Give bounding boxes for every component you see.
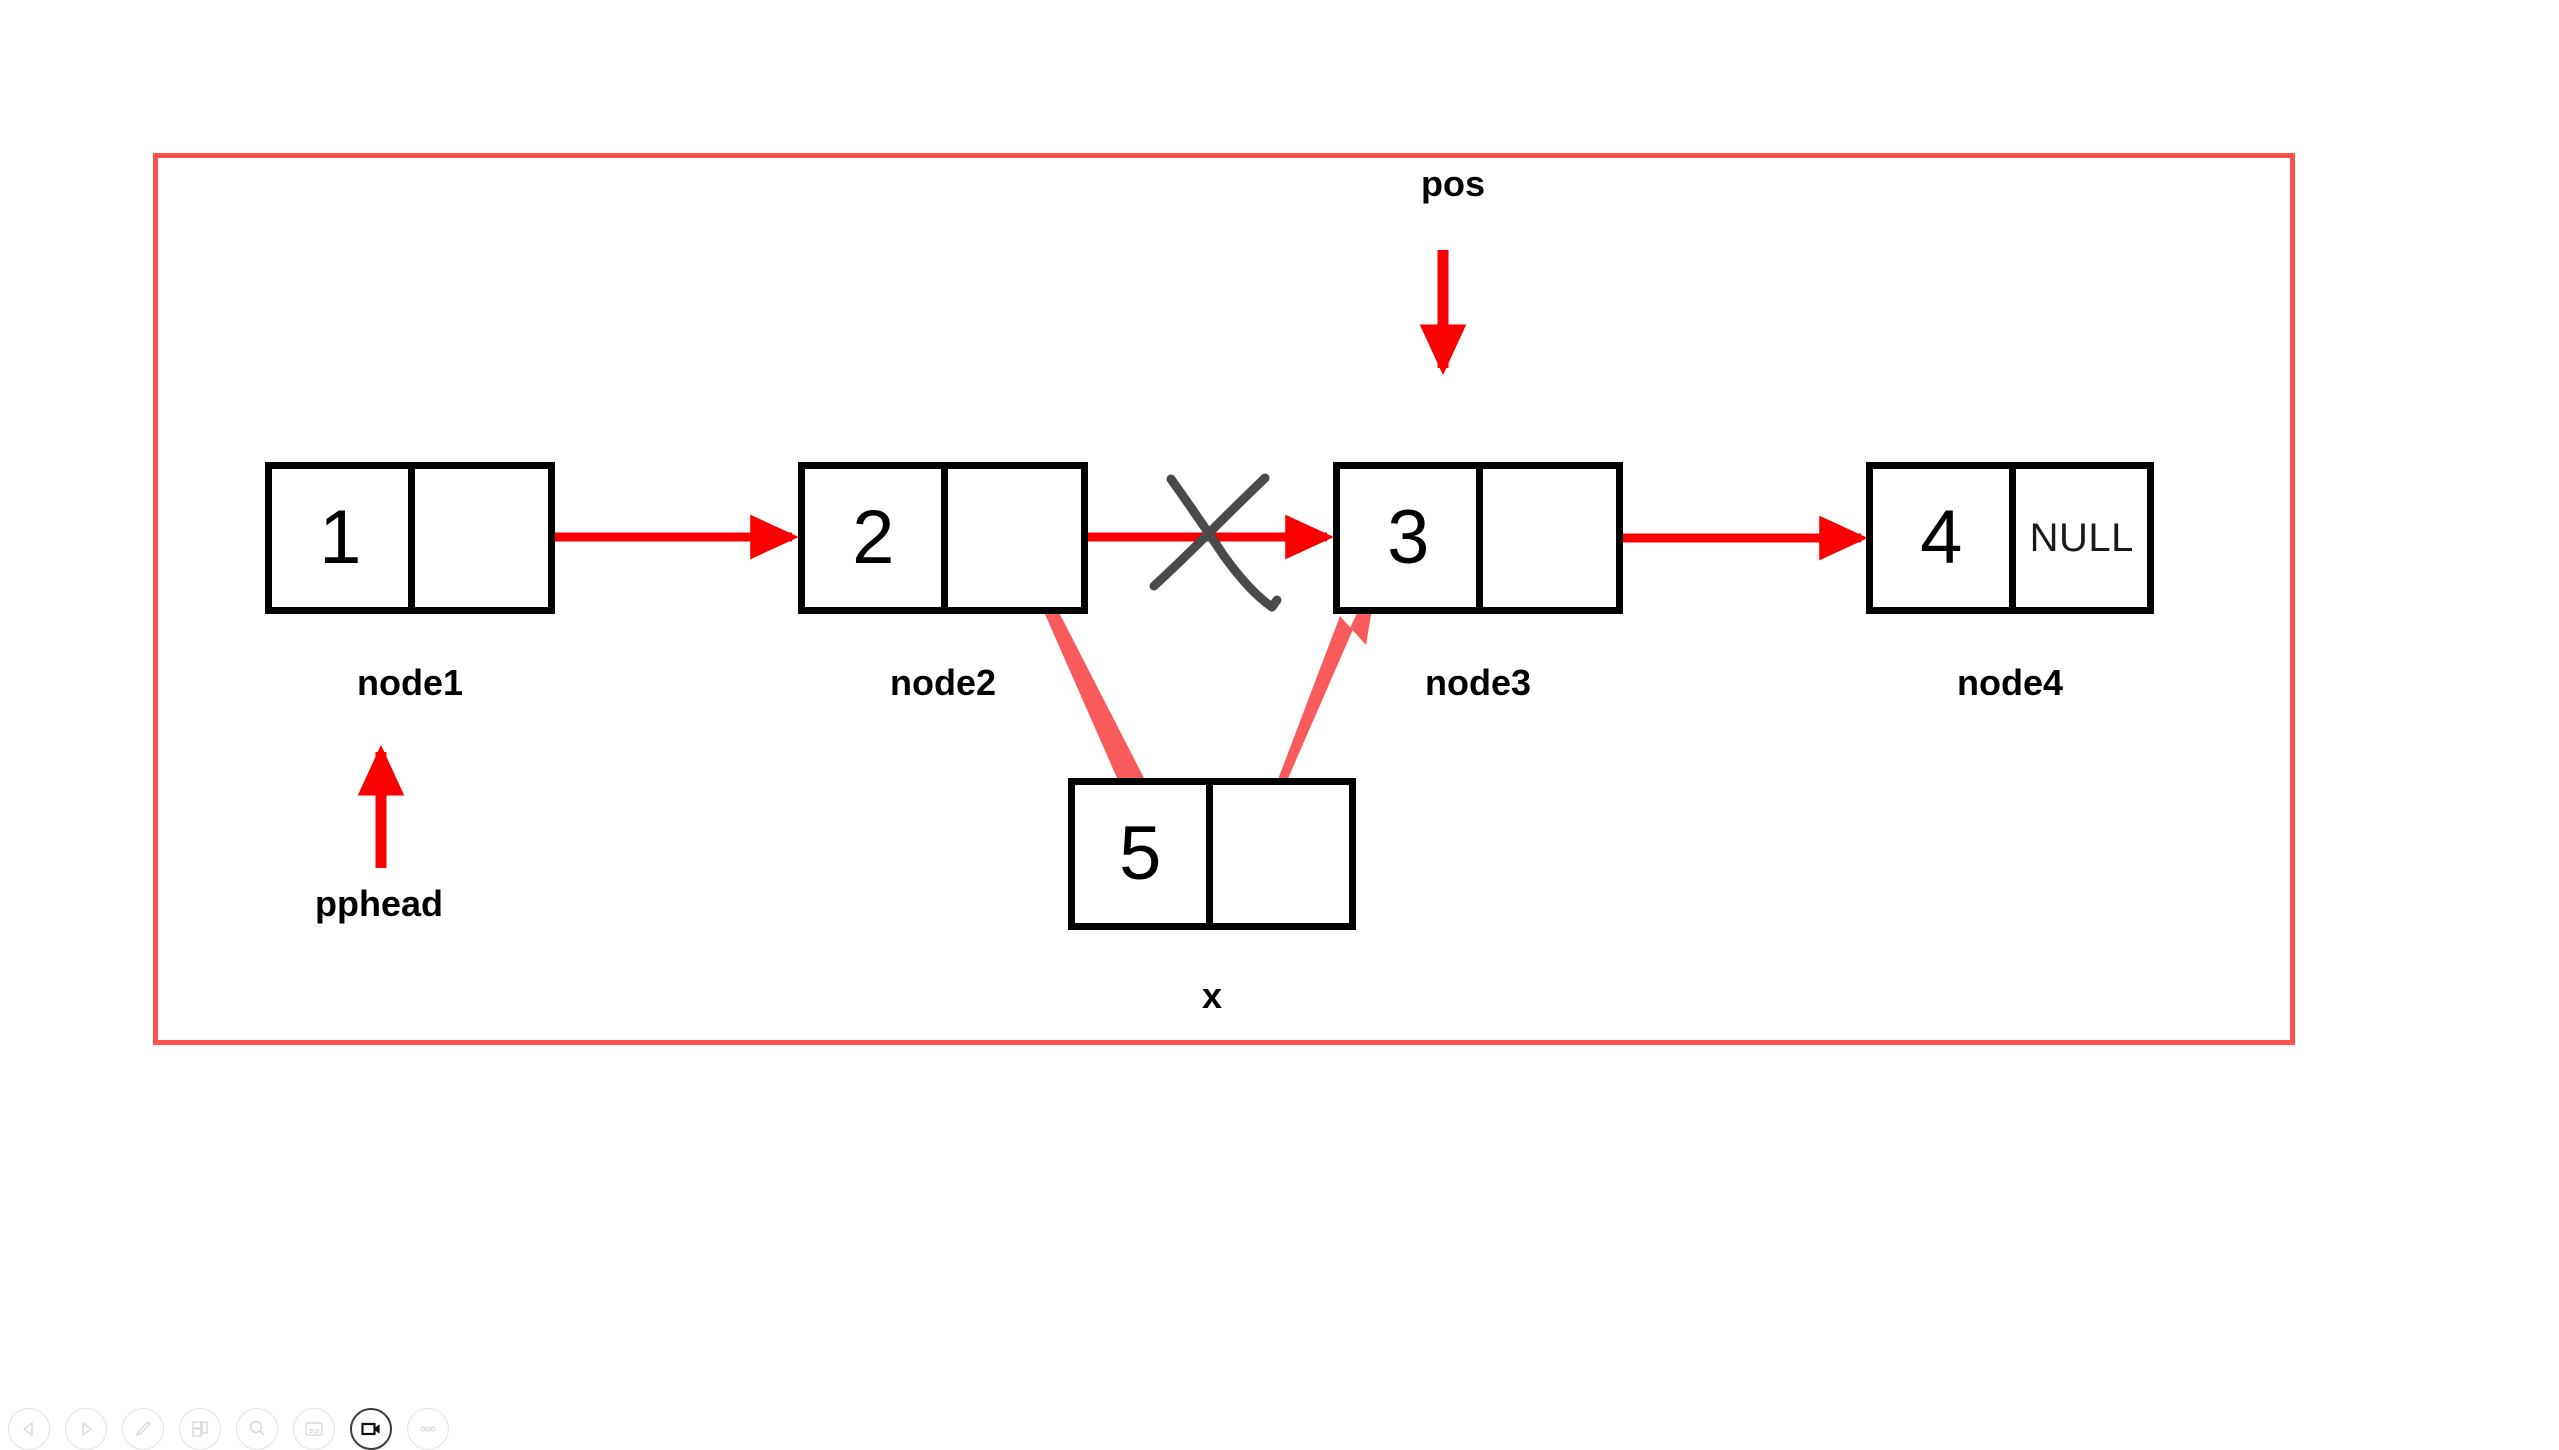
slides-panel-button[interactable] [179, 1408, 221, 1450]
more-options-button[interactable] [407, 1408, 449, 1450]
panels-icon [192, 1421, 208, 1437]
node-caption-node2: node2 [889, 662, 996, 703]
node-next-null-cell: NULL [2029, 515, 2134, 560]
node-caption-node1: node1 [356, 662, 463, 703]
node-next-cell [1213, 785, 1349, 923]
zoom-tool-button[interactable] [236, 1408, 278, 1450]
captions-button[interactable] [293, 1408, 335, 1450]
list-node-x[interactable]: 5 [1068, 778, 1356, 930]
node-caption-node4: node4 [1956, 662, 2063, 703]
ellipsis-icon [420, 1426, 436, 1432]
magnifier-icon [249, 1420, 265, 1436]
node-caption-node3: node3 [1424, 662, 1531, 703]
video-camera-icon [361, 1422, 380, 1436]
list-node-node1[interactable]: 1 [265, 462, 555, 614]
node-next-cell [1483, 469, 1616, 607]
pen-icon [136, 1421, 151, 1436]
pointer-label-pphead: pphead [315, 883, 444, 924]
node-value-cell: 3 [1340, 469, 1484, 607]
list-node-node4[interactable]: 4 NULL [1866, 462, 2154, 614]
pen-tool-button[interactable] [122, 1408, 164, 1450]
prev-slide-button[interactable] [8, 1408, 50, 1450]
record-video-button[interactable] [350, 1408, 392, 1450]
subtitles-icon [305, 1422, 323, 1436]
list-node-node2[interactable]: 2 [798, 462, 1088, 614]
node-next-cell [415, 469, 548, 607]
triangle-left-icon [23, 1422, 33, 1436]
bottom-toolbar [8, 1408, 449, 1450]
node-value-cell: 2 [805, 469, 949, 607]
list-node-node3[interactable]: 3 [1333, 462, 1623, 614]
node-value-cell: 1 [272, 469, 416, 607]
next-slide-button[interactable] [65, 1408, 107, 1450]
triangle-right-icon [82, 1422, 92, 1436]
node-value-cell: 5 [1075, 785, 1213, 923]
node-next-cell [948, 469, 1081, 607]
node-value-cell: 4 [1873, 469, 2017, 607]
pointer-label-pos: pos [1421, 163, 1486, 204]
node-caption-x: x [1201, 975, 1223, 1016]
